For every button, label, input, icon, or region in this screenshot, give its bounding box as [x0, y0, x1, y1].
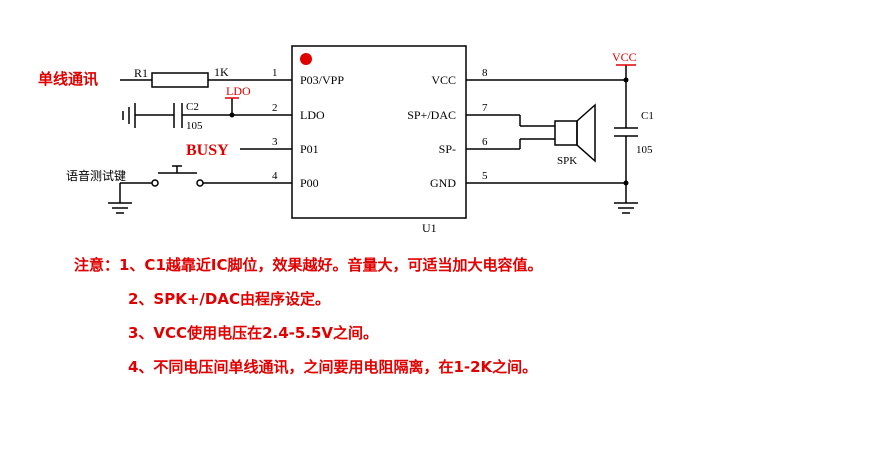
speaker-body	[554, 120, 578, 146]
c1-name: C1	[641, 110, 654, 122]
note-4: 4、不同电压间单线通讯，之间要用电阻隔离，在1-2K之间。	[128, 358, 538, 376]
switch-contact-a	[151, 179, 159, 187]
speaker-cone	[576, 103, 596, 163]
pin6-number: 6	[482, 136, 488, 148]
vcc-net-label: VCC	[612, 50, 637, 64]
switch-contact-b	[196, 179, 204, 187]
pin6-label: SP-	[439, 142, 456, 156]
pin5-label: GND	[430, 176, 456, 190]
pin1-label: P03/VPP	[300, 73, 344, 87]
single-wire-label: 单线通讯	[38, 70, 98, 88]
chip-body	[291, 45, 467, 219]
r1-name: R1	[134, 66, 148, 80]
pin3-label: P01	[300, 142, 319, 156]
note-2: 2、SPK+/DAC由程序设定。	[128, 290, 330, 308]
pin3-number: 3	[272, 136, 278, 148]
pin7-number: 7	[482, 102, 488, 114]
gnd-junction	[623, 180, 629, 186]
pin2-number: 2	[272, 102, 278, 114]
pin1-number: 1	[272, 67, 278, 79]
pin1-marker-dot	[300, 53, 312, 65]
note-3: 3、VCC使用电压在2.4-5.5V之间。	[128, 324, 379, 342]
test-key-label: 语音测试键	[66, 168, 126, 183]
pin4-number: 4	[272, 170, 278, 182]
c2-value: 105	[186, 120, 203, 132]
chip-designator: U1	[422, 221, 437, 235]
pin4-label: P00	[300, 176, 319, 190]
ldo-junction	[229, 112, 235, 118]
vcc-junction	[623, 77, 629, 83]
pin5-number: 5	[482, 170, 488, 182]
c1-value: 105	[636, 144, 653, 156]
pin8-label: VCC	[431, 73, 456, 87]
speaker-label: SPK	[557, 155, 577, 167]
resistor-r1	[151, 72, 209, 88]
pin8-number: 8	[482, 67, 488, 79]
ldo-net-label: LDO	[226, 84, 251, 98]
busy-label: BUSY	[186, 142, 229, 159]
pin2-label: LDO	[300, 108, 325, 122]
r1-value: 1K	[214, 65, 229, 79]
note-1: 注意：1、C1越靠近IC脚位，效果越好。音量大，可适当加大电容值。	[74, 256, 543, 274]
pin7-label: SP+/DAC	[407, 108, 456, 122]
c2-name: C2	[186, 101, 199, 113]
